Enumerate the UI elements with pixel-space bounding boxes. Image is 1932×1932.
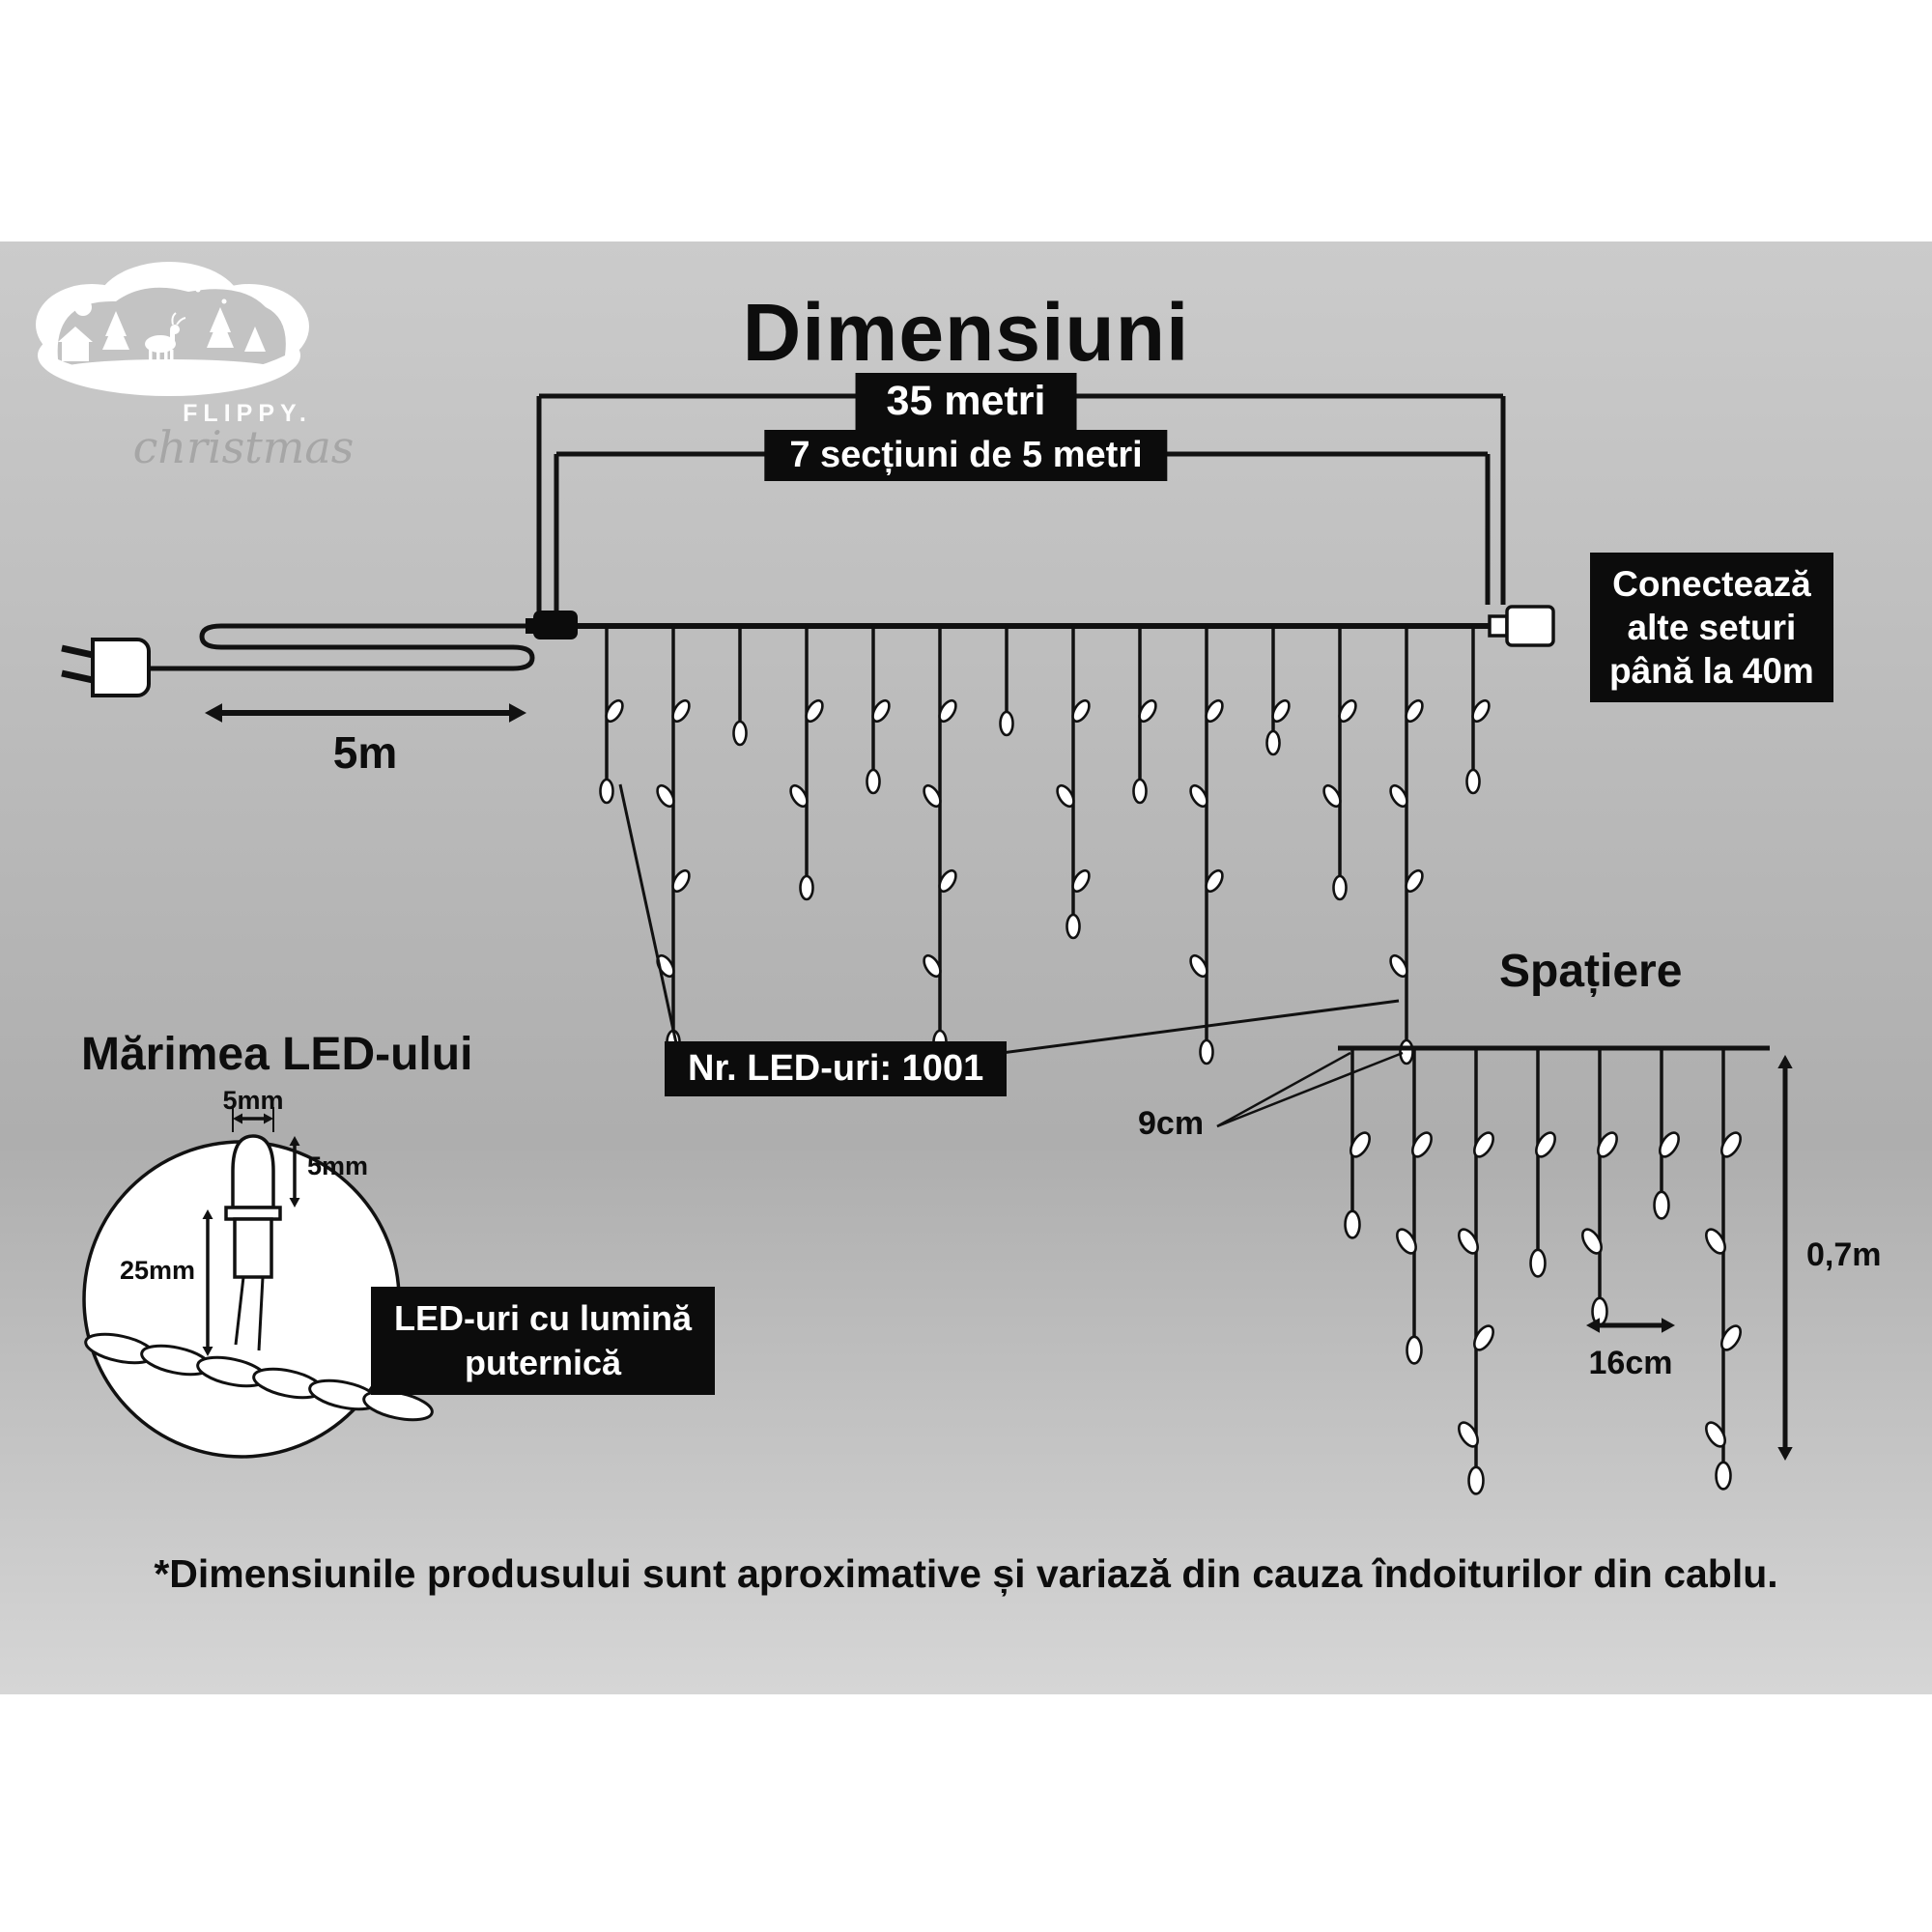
- tree-icon: [244, 327, 266, 352]
- lead-wire: [149, 623, 535, 671]
- logo-art: [36, 262, 309, 396]
- spacing-diagram: [1216, 1045, 1770, 1495]
- spacing-title: Spațiere: [1499, 946, 1683, 997]
- house-icon: [62, 340, 89, 361]
- sections-box: 7 secțiuni de 5 metri: [764, 430, 1168, 481]
- measure-arrows: [202, 703, 1793, 1461]
- start-connector-icon: [526, 611, 578, 639]
- page-title: Dimensiuni: [742, 287, 1190, 378]
- led-note-line: LED-uri cu lumină: [394, 1298, 693, 1338]
- led-note-box: LED-uri cu lumină puternică: [371, 1287, 716, 1396]
- led-count-box: Nr. LED-uri: 1001: [665, 1041, 1008, 1096]
- bulb-width-label: 5mm: [222, 1086, 284, 1115]
- footnote: *Dimensiunile produsului sunt aproximati…: [154, 1551, 1778, 1596]
- bulb-gap-label: 9cm: [1138, 1105, 1205, 1142]
- led-note-line: puternică: [464, 1343, 622, 1383]
- connect-note-line: Conectează: [1612, 564, 1811, 604]
- logo-scene: [53, 287, 285, 383]
- bulb-height-label: 5mm: [307, 1151, 369, 1180]
- led-bulb-drawing: [224, 1134, 282, 1351]
- deer-icon: [145, 335, 176, 353]
- power-plug-icon: [61, 638, 151, 697]
- brand-script: christmas: [132, 421, 355, 473]
- led-total-length-label: 25mm: [120, 1256, 196, 1285]
- spacing-drops: [1344, 1048, 1742, 1495]
- drop-gap-label: 16cm: [1588, 1345, 1673, 1381]
- moon-icon: [74, 298, 92, 316]
- snow-ground: [53, 359, 285, 383]
- brand-name: FLIPPY.: [183, 400, 312, 427]
- connect-note-line: alte seturi: [1627, 608, 1797, 648]
- twisted-wire: [84, 1332, 434, 1422]
- icicle-curtain: [599, 626, 1491, 1065]
- total-length-box: 35 metri: [855, 373, 1077, 430]
- end-connector-icon: [1488, 605, 1555, 647]
- connect-note-box: Conectează alte seturi până la 40m: [1590, 553, 1833, 703]
- drop-length-label: 0,7m: [1806, 1236, 1882, 1273]
- extension-lines: [232, 1107, 274, 1132]
- bulb-gap-leader-lines: [1216, 1051, 1404, 1128]
- gray-background-band: [0, 242, 1932, 1694]
- led-size-title: Mărimea LED-ului: [81, 1029, 473, 1080]
- connect-note-line: până la 40m: [1609, 651, 1814, 692]
- led-count-leader-lines: [618, 783, 1400, 1066]
- lead-length-label: 5m: [332, 727, 398, 778]
